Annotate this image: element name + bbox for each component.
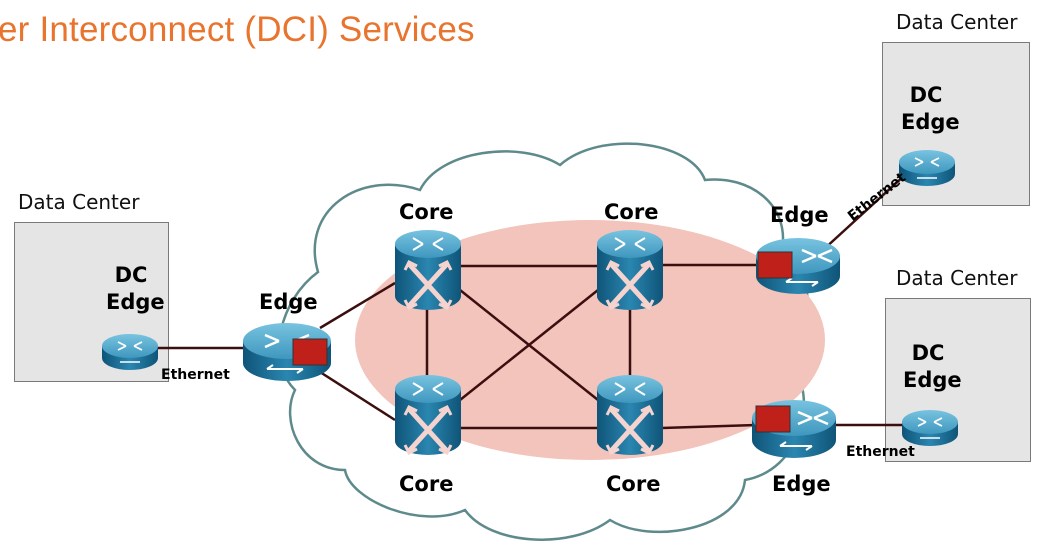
link-edge-left-core-bl [319,370,396,422]
link-core-tr-bl [459,289,599,401]
core-switch-bottom-left [395,375,461,456]
ethernet-bottom-right-label: Ethernet [846,444,915,460]
data-center-bottom-right-label: Data Center [896,266,1018,290]
core-switch-top-right [597,230,663,311]
edge-router-bottom-right [752,400,836,458]
demarcation-box-bottom-right [755,405,791,433]
edge-router-left [243,323,331,381]
dc-edge-top-right-text: DC Edge [901,82,960,136]
edge-router-top-right [756,238,840,294]
edge-bottom-right-label: Edge [772,472,831,496]
data-center-left-label: Data Center [18,190,140,214]
core-switch-top-left [395,230,461,311]
dc-edge-top-right-line2: Edge [901,110,960,134]
edge-top-right-label: Edge [770,203,829,227]
dc-edge-left-text: DC Edge [106,262,165,316]
demarcation-box-left [292,338,328,366]
dc-edge-top-right-line1: DC [909,83,943,107]
link-core-br-edge-br [661,423,757,430]
data-center-top-right-label: Data Center [896,10,1018,34]
dc-edge-left-line1: DC [114,263,148,287]
link-edge-left-core-tl [319,281,396,330]
link-ethernet-top-right [822,174,906,251]
dc-edge-bottom-right-line2: Edge [903,368,962,392]
edge-left-label: Edge [259,290,318,314]
core-top-left-label: Core [399,200,454,224]
core-bottom-right-label: Core [606,472,661,496]
dc-edge-left-line2: Edge [106,290,165,314]
core-switch-bottom-right [597,375,663,456]
core-top-right-label: Core [604,200,659,224]
dc-edge-router-left [102,334,158,370]
dc-edge-router-bottom-right [902,410,958,446]
page-title: er Interconnect (DCI) Services [0,10,475,49]
core-bottom-left-label: Core [399,472,454,496]
ethernet-left-label: Ethernet [161,367,230,383]
dc-edge-bottom-right-line1: DC [911,341,945,365]
demarcation-box-top-right [757,251,793,279]
dc-edge-bottom-right-text: DC Edge [903,340,962,394]
core-ring [355,220,825,460]
dc-edge-router-top-right [899,150,955,186]
